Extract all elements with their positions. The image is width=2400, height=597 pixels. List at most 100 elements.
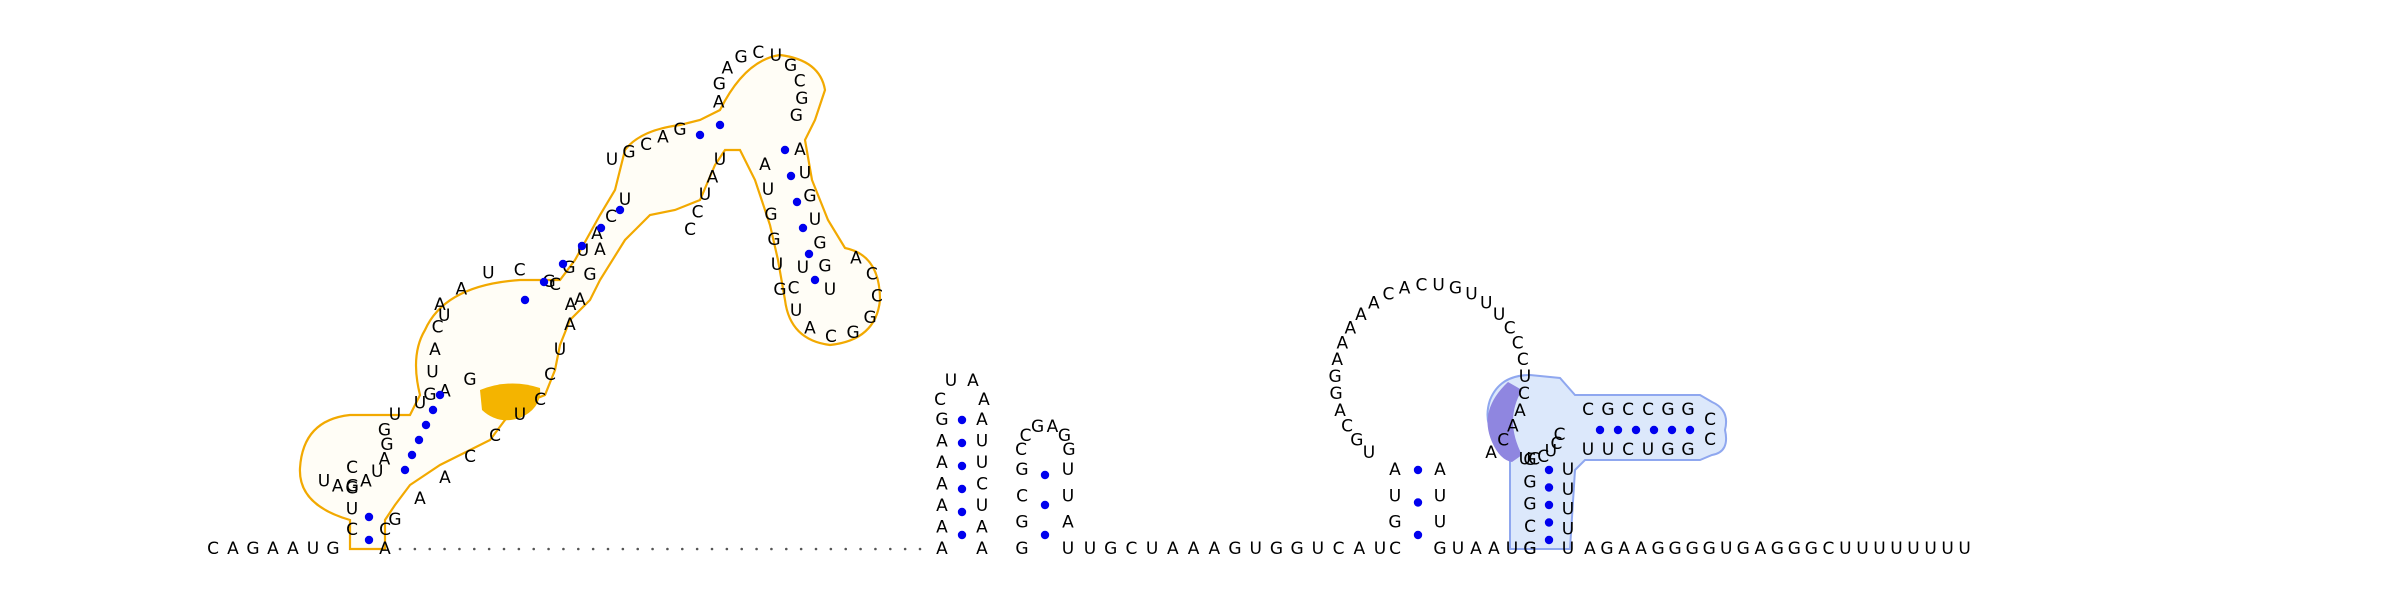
linker-dot <box>606 547 610 551</box>
nucleotide: G <box>1737 539 1750 559</box>
nucleotide: A <box>287 539 299 559</box>
nucleotide: C <box>794 71 806 91</box>
pair-dot <box>1649 425 1659 435</box>
nucleotide: G <box>1062 440 1075 460</box>
nucleotide: G <box>1523 495 1536 515</box>
linker-dot <box>443 547 446 551</box>
nucleotide: U <box>976 453 988 473</box>
nucleotide: A <box>1507 416 1519 436</box>
nucleotide: A <box>707 168 719 188</box>
nucleotide: U <box>1907 539 1919 559</box>
nucleotide: U <box>514 405 526 425</box>
pair-dot <box>957 461 967 471</box>
nucleotide: U <box>1084 539 1096 559</box>
nucleotide: A <box>1334 401 1346 421</box>
nucleotide: G <box>1015 539 1028 559</box>
nucleotide: A <box>936 432 948 452</box>
nucleotide: G <box>1523 472 1536 492</box>
nucleotide: A <box>1344 318 1356 338</box>
nucleotide: C <box>1333 539 1345 559</box>
nucleotide: A <box>1167 539 1179 559</box>
nucleotide: C <box>752 43 764 63</box>
pair-dot <box>364 535 374 545</box>
nucleotide: U <box>1958 539 1970 559</box>
nucleotide: C <box>1622 440 1634 460</box>
nucleotide: A <box>936 539 948 559</box>
nucleotide: C <box>1551 434 1563 454</box>
nucleotide: C <box>207 539 219 559</box>
nucleotide: U <box>1434 513 1446 533</box>
nucleotide: C <box>1383 285 1395 305</box>
nucleotide: G <box>543 272 556 292</box>
nucleotide: A <box>379 449 391 469</box>
nucleotide: A <box>332 476 344 496</box>
nucleotide: C <box>549 275 561 295</box>
nucleotide: G <box>713 75 726 95</box>
pair-dot <box>957 484 967 494</box>
nucleotide: G <box>773 280 786 300</box>
nucleotide: U <box>1389 486 1401 506</box>
linker-dot <box>695 547 699 551</box>
nucleotide: C <box>534 390 546 410</box>
nucleotide: C <box>684 220 696 240</box>
nucleotide: A <box>1047 417 1059 437</box>
nucleotide: C <box>544 365 556 385</box>
nucleotide: G <box>1388 513 1401 533</box>
nucleotide: U <box>307 539 319 559</box>
orange-domain-outline <box>298 53 882 551</box>
nucleotide: U <box>1856 539 1868 559</box>
backbone-dots <box>398 547 922 551</box>
nucleotide: U <box>389 405 401 425</box>
nucleotide: C <box>379 520 391 540</box>
nucleotide: A <box>1208 539 1220 559</box>
linker-dot <box>517 547 521 551</box>
nucleotide: G <box>735 47 748 67</box>
nucleotide: C <box>1528 450 1540 470</box>
nucleotide: A <box>565 295 577 315</box>
nucleotide: U <box>1146 539 1158 559</box>
nucleotide: C <box>605 207 617 227</box>
nucleotide: G <box>1228 539 1241 559</box>
linker-dot <box>398 547 402 551</box>
nucleotide: G <box>583 265 596 285</box>
purple-highlight <box>1487 382 1522 462</box>
pair-dot <box>577 241 587 251</box>
pair-dot <box>400 465 410 475</box>
nucleotide: G <box>1703 539 1716 559</box>
nucleotide: U <box>426 363 438 383</box>
nucleotide: U <box>1602 440 1614 460</box>
nucleotide: A <box>1485 443 1497 463</box>
nucleotide: G <box>767 230 780 250</box>
linker-dot <box>903 547 907 551</box>
nucleotide: C <box>1497 431 1509 451</box>
pair-dot <box>421 420 431 430</box>
nucleotide: U <box>1562 500 1574 520</box>
linker-dot <box>725 547 729 551</box>
nucleotide: C <box>976 475 988 495</box>
nucleotide: C <box>871 287 883 307</box>
pair-dot <box>364 512 374 522</box>
pair-dot <box>1413 465 1423 475</box>
nucleotide: A <box>429 340 441 360</box>
nucleotide: A <box>657 128 669 148</box>
nucleotide: U <box>770 46 782 66</box>
nucleotide: U <box>799 163 811 183</box>
nucleotide: A <box>1331 350 1343 370</box>
nucleotide: A <box>379 539 391 559</box>
nucleotide: G <box>1669 539 1682 559</box>
nucleotide: U <box>1839 539 1851 559</box>
nucleotide: A <box>1584 539 1596 559</box>
nucleotide: C <box>934 390 946 410</box>
nucleotide: G <box>847 323 860 343</box>
nucleotide: G <box>784 56 797 76</box>
nucleotide: C <box>1704 430 1716 450</box>
nucleotide: A <box>267 539 279 559</box>
nucleotide: C <box>1517 350 1529 370</box>
nucleotide: U <box>414 393 426 413</box>
nucleotide: A <box>1062 513 1074 533</box>
nucleotide: A <box>936 518 948 538</box>
nucleotide: G <box>1788 539 1801 559</box>
nucleotide: G <box>1771 539 1784 559</box>
linker-dot <box>636 547 640 551</box>
nucleotide: G <box>346 476 359 496</box>
